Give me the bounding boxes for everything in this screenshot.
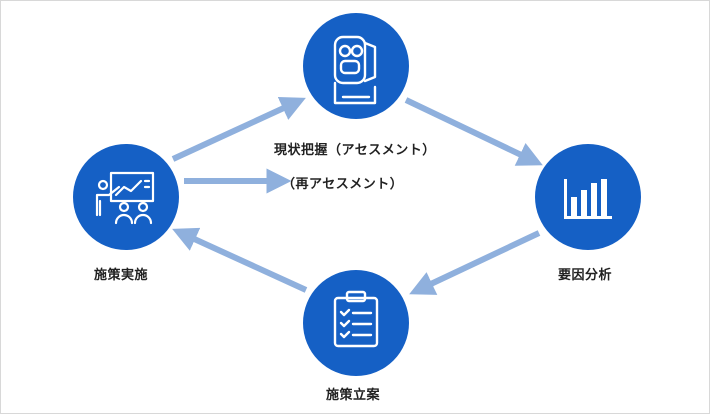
node-label-assessment: 現状把握（アセスメント）: [274, 143, 436, 158]
arrow-analysis-to-planning: [409, 230, 541, 295]
node-implementation: [73, 144, 179, 250]
presentation-icon: [95, 171, 155, 225]
reassessment-label: （再アセスメント）: [282, 177, 404, 192]
arrow-assessment-to-analysis: [404, 97, 543, 166]
node-label-planning: 施策立案: [326, 388, 381, 403]
node-assessment: [303, 13, 409, 119]
bar-chart-icon: [564, 179, 612, 219]
arrow-implementation-to-assessment: [171, 96, 306, 162]
clipboard-checklist-icon: [333, 290, 379, 348]
node-planning: [303, 270, 409, 376]
robot-camera-icon: [333, 35, 377, 105]
node-label-implementation: 施策実施: [94, 268, 149, 283]
node-label-analysis: 要因分析: [558, 268, 613, 283]
node-analysis: [535, 144, 641, 250]
arrow-planning-to-implementation: [172, 227, 308, 293]
